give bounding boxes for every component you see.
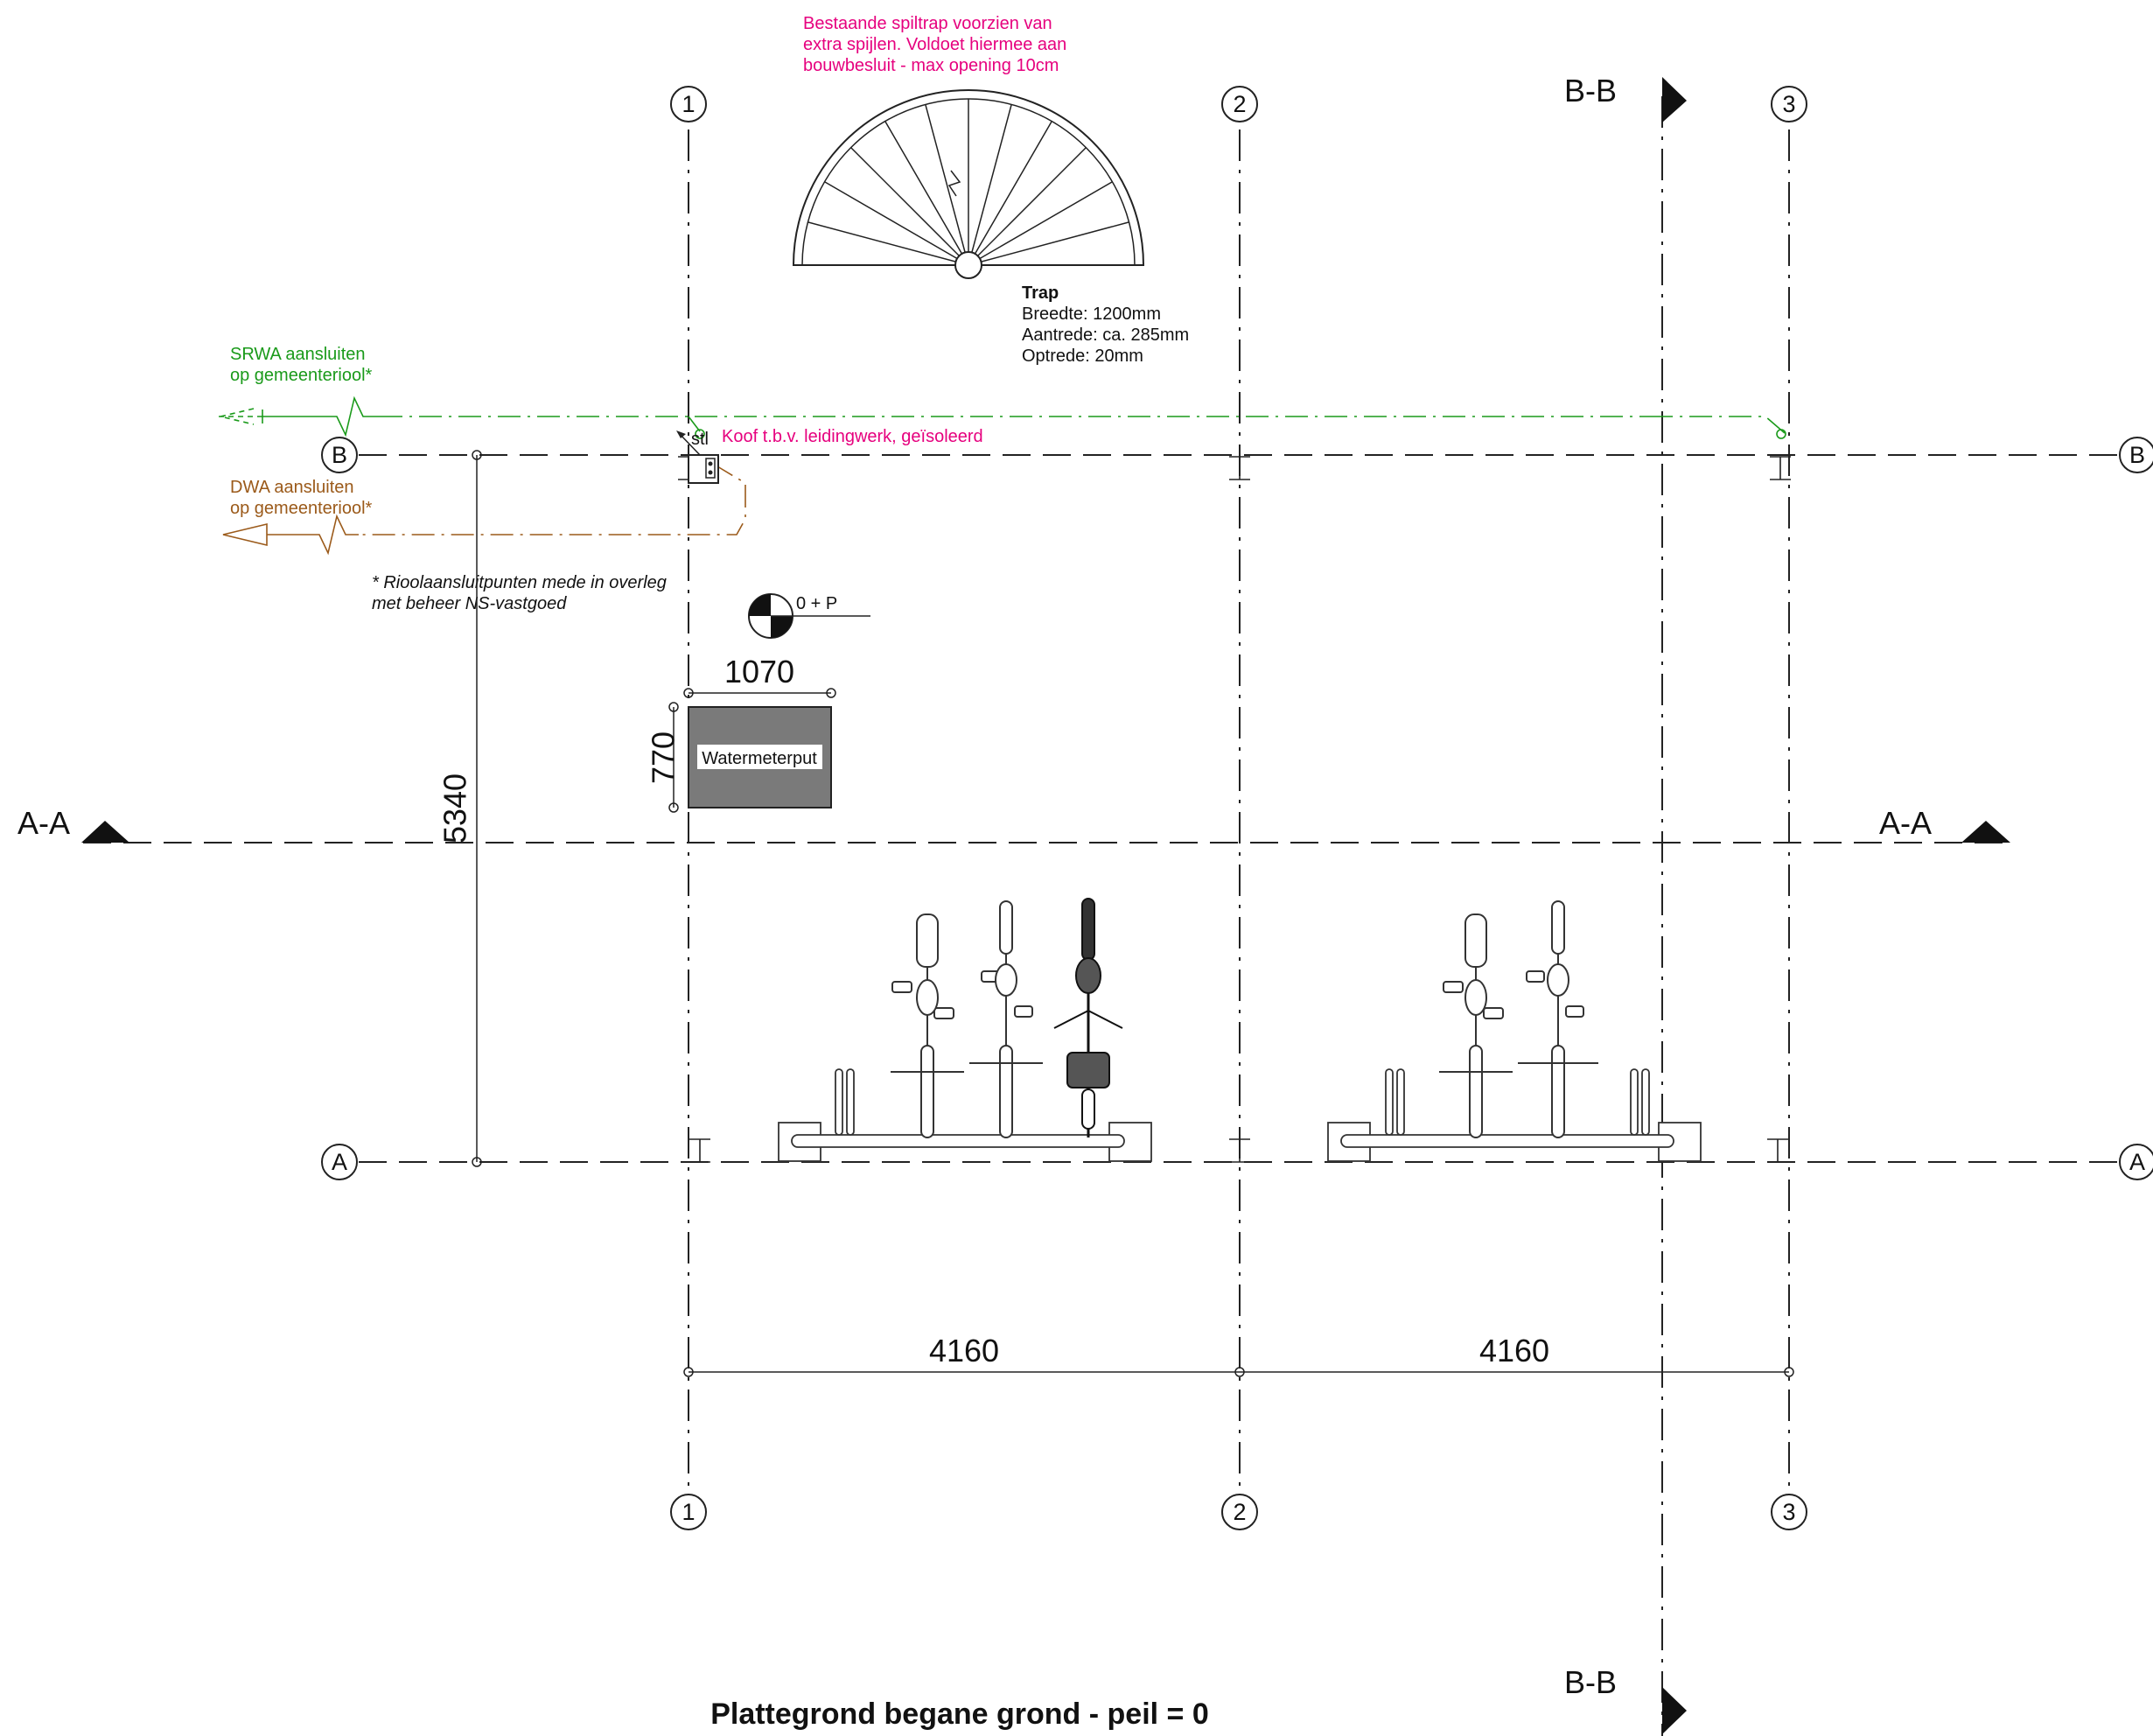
dwa-pipe bbox=[222, 463, 746, 556]
bike-rack-1 bbox=[778, 1068, 1152, 1162]
srwa-pipe bbox=[219, 396, 1786, 439]
grid-bubble-b-left: B bbox=[321, 437, 358, 473]
column-a1 bbox=[689, 1138, 710, 1163]
meter-depth-dim bbox=[668, 702, 679, 813]
bicycle bbox=[1439, 914, 1513, 1138]
svg-text:1: 1 bbox=[682, 91, 695, 117]
grid-bubble-a-right: A bbox=[2119, 1144, 2153, 1180]
svg-text:3: 3 bbox=[1782, 91, 1795, 117]
bicycle bbox=[969, 900, 1043, 1138]
meter-depth-value: 770 bbox=[646, 732, 682, 784]
svg-text:2: 2 bbox=[1233, 91, 1246, 117]
drawing-title: Plattegrond begane grond - peil = 0 bbox=[710, 1698, 1209, 1731]
svg-text:A: A bbox=[332, 1149, 347, 1175]
svg-text:B: B bbox=[2129, 442, 2145, 468]
depth-dim bbox=[472, 450, 482, 1167]
bay-dim-line bbox=[683, 1367, 1794, 1377]
stair-spec-tread: Aantrede: ca. 285mm bbox=[1022, 326, 1189, 345]
bicycle bbox=[1053, 898, 1123, 1138]
meter-width-dim bbox=[683, 688, 836, 698]
srwa-label-line-1: SRWA aansluiten bbox=[230, 345, 366, 364]
stair-spec-width: Breedte: 1200mm bbox=[1022, 304, 1161, 324]
bay-2-value: 4160 bbox=[1479, 1333, 1549, 1368]
stl-label: stl bbox=[691, 430, 709, 449]
grid-bubble-a-left: A bbox=[321, 1144, 358, 1180]
bay-1-value: 4160 bbox=[929, 1333, 999, 1368]
koof-detail bbox=[676, 430, 719, 484]
column-b2 bbox=[1229, 456, 1250, 480]
column-a2 bbox=[1229, 1138, 1250, 1163]
sewer-note-line-2: met beheer NS-vastgoed bbox=[372, 594, 567, 613]
grid-bubble-3-bottom: 3 bbox=[1771, 1494, 1807, 1530]
section-marker-aa-right bbox=[1961, 821, 2010, 843]
column-a3 bbox=[1767, 1138, 1788, 1163]
grid-bubble-1-bottom: 1 bbox=[670, 1494, 707, 1530]
svg-text:2: 2 bbox=[1233, 1499, 1246, 1525]
svg-text:3: 3 bbox=[1782, 1499, 1795, 1525]
grid-bubble-3-top: 3 bbox=[1771, 86, 1807, 122]
spiral-stair bbox=[792, 89, 1145, 279]
grid-bubble-1-top: 1 bbox=[670, 86, 707, 122]
depth-value: 5340 bbox=[437, 774, 473, 844]
srwa-label-line-2: op gemeenteriool* bbox=[230, 366, 373, 385]
bicycle bbox=[1518, 900, 1598, 1138]
watermeter-pit bbox=[688, 706, 832, 808]
grid-bubble-2-top: 2 bbox=[1221, 86, 1258, 122]
svg-text:1: 1 bbox=[682, 1499, 695, 1525]
section-marker-bb-bottom bbox=[1662, 1687, 1687, 1734]
stair-note-line-2: extra spijlen. Voldoet hiermee aan bbox=[803, 35, 1066, 54]
level-marker bbox=[748, 593, 870, 639]
svg-text:A: A bbox=[2129, 1149, 2145, 1175]
bicycle bbox=[891, 914, 964, 1138]
meter-width-value: 1070 bbox=[724, 654, 794, 690]
stair-note-line-1: Bestaande spiltrap voorzien van bbox=[803, 14, 1052, 33]
sewer-note-line-1: * Rioolaansluitpunten mede in overleg bbox=[372, 573, 667, 592]
svg-text:B: B bbox=[332, 442, 347, 468]
level-marker-label: 0 + P bbox=[796, 594, 837, 613]
stair-note-line-3: bouwbesluit - max opening 10cm bbox=[803, 56, 1059, 75]
dwa-label-line-1: DWA aansluiten bbox=[230, 478, 354, 497]
section-label-bb-top: B-B bbox=[1564, 73, 1617, 108]
grid-bubble-2-bottom: 2 bbox=[1221, 1494, 1258, 1530]
koof-label: Koof t.b.v. leidingwerk, geïsoleerd bbox=[722, 427, 983, 446]
watermeter-label: Watermeterput bbox=[702, 749, 817, 768]
section-label-bb-bottom: B-B bbox=[1564, 1664, 1617, 1700]
section-marker-aa-left bbox=[81, 821, 129, 843]
dwa-label-line-2: op gemeenteriool* bbox=[230, 499, 373, 518]
stair-spec-heading: Trap bbox=[1022, 284, 1059, 303]
section-label-aa-right: A-A bbox=[1879, 805, 1932, 841]
bike-rack-2 bbox=[1327, 1068, 1702, 1162]
column-b3 bbox=[1770, 456, 1791, 480]
grid-bubble-b-right: B bbox=[2119, 437, 2153, 473]
section-marker-bb-top bbox=[1662, 77, 1687, 122]
stair-spec-rise: Optrede: 20mm bbox=[1022, 346, 1143, 366]
section-label-aa-left: A-A bbox=[17, 805, 70, 841]
